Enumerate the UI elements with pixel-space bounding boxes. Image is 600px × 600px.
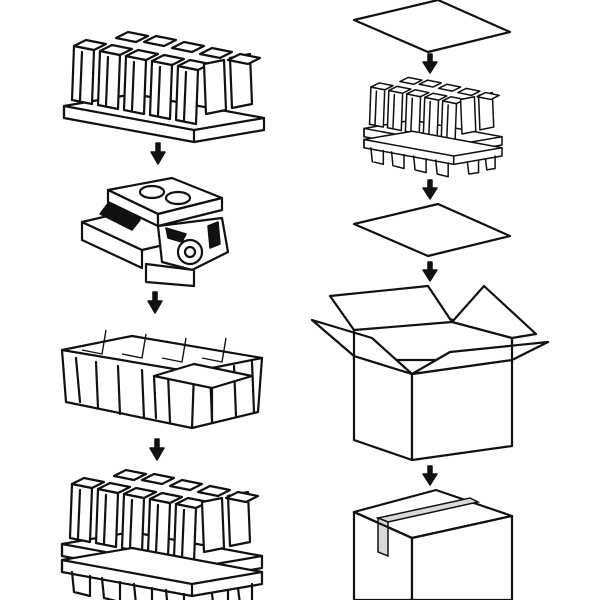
arrow-down-icon [422, 465, 438, 486]
sealed-box-icon [352, 488, 514, 600]
arrow-down-icon [422, 261, 438, 282]
arrow-down-icon [150, 142, 166, 165]
arrow-down-icon [147, 291, 163, 314]
arrow-down-icon [149, 438, 165, 461]
arrow-down-icon [422, 179, 438, 200]
device-module-icon [80, 176, 230, 288]
stacked-trays-small-icon [364, 77, 502, 176]
top-sheet-icon [352, 0, 512, 54]
arrow-down-icon [422, 53, 438, 74]
open-box-icon [310, 284, 550, 462]
top-tray-empty-icon [60, 328, 264, 430]
bottom-sheet-icon [352, 202, 512, 258]
stacked-trays-icon [62, 470, 262, 600]
bottom-tray-filled-icon [62, 30, 266, 144]
